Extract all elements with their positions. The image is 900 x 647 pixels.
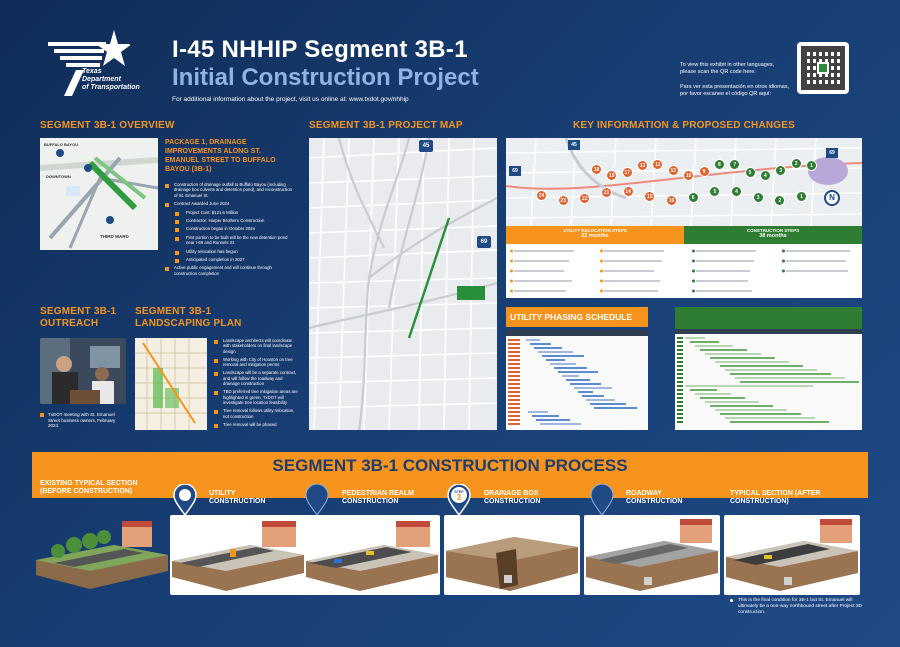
step-drainage-label: DRAINAGE BOX CONSTRUCTION — [484, 490, 541, 505]
txdot-star-logo-icon — [48, 30, 130, 96]
map-label-thirdward: THIRD WARD — [100, 234, 129, 239]
language-note-es: Para ver esta presentación en otros idio… — [680, 84, 790, 97]
step-roadway-label: ROADWAY CONSTRUCTION — [626, 490, 683, 505]
step-marker-14: 14 — [622, 185, 634, 197]
map-label-downtown: DOWNTOWN — [46, 174, 71, 179]
xsec-pedestrian — [304, 515, 440, 595]
overview-heading: SEGMENT 3B-1 OVERVIEW — [40, 120, 175, 131]
step-marker-3: 3 — [752, 192, 764, 204]
construction-steps-bar: CONSTRUCTION STEPS 38 months — [684, 226, 862, 244]
page-subtitle: Initial Construction Project — [172, 64, 479, 91]
step-marker-24: 24 — [536, 190, 547, 201]
step-marker-4: 4 — [759, 169, 771, 181]
website-line: For additional information about the pro… — [172, 96, 409, 103]
landscaping-bullets: Landscape architects will coordinate wit… — [214, 338, 298, 430]
step-4-pin-icon — [590, 484, 614, 516]
overview-subitems: Project Cost: $121.6 Million Contractor:… — [174, 210, 295, 264]
step-marker-1: 1 — [796, 190, 807, 202]
key-i69-shield-east-icon: 69 — [826, 148, 838, 158]
language-note-en: To view this exhibit in other languages,… — [680, 62, 775, 75]
step-1-pin-icon — [173, 484, 197, 516]
outreach-caption: TxDOT meeting with St. Emanuel Street bu… — [40, 412, 126, 429]
step-existing-label: EXISTING TYPICAL SECTION (BEFORE CONSTRU… — [40, 480, 138, 495]
overview-bullet-3: Active public engagement and will contin… — [165, 265, 295, 276]
construction-gantt — [675, 307, 862, 430]
step-marker-2: 2 — [790, 158, 802, 170]
step-marker-7: 7 — [729, 159, 741, 171]
step-2-pin-icon — [305, 484, 329, 516]
step-after-label: TYPICAL SECTION (AFTER CONSTRUCTION) — [730, 490, 821, 505]
step-marker-5: 5 — [744, 166, 756, 178]
overview-bullets: Construction of drainage outfall to Buff… — [165, 182, 295, 279]
key-i45-shield-icon: 45 — [568, 140, 580, 150]
utility-schedule-header: UTILITY PHASING SCHEDULE — [506, 307, 648, 327]
step-marker-8: 8 — [713, 159, 725, 171]
landscaping-map — [135, 338, 207, 430]
key-i69-shield-west-icon: 69 — [509, 166, 521, 176]
step-marker-11: 11 — [652, 158, 664, 170]
xsec-existing — [34, 515, 170, 595]
i69-shield-icon: 69 — [477, 236, 491, 248]
utility-gantt — [506, 330, 648, 430]
step-marker-10: 10 — [683, 169, 695, 181]
map-label-bayou: BUFFALO BAYOU — [44, 142, 79, 147]
step-marker-5: 5 — [709, 185, 721, 197]
step-3-badge: STEP 3 — [454, 490, 464, 502]
steps-legend — [510, 248, 858, 294]
landscaping-heading: SEGMENT 3B-1 LANDSCAPING PLAN — [135, 306, 242, 329]
txdot-logo-text: Texas Department of Transportation — [82, 68, 140, 91]
project-map: 45 69 — [309, 138, 497, 430]
step-marker-12: 12 — [667, 165, 679, 177]
step-marker-1: 1 — [806, 160, 817, 172]
project-map-heading: SEGMENT 3B-1 PROJECT MAP — [309, 120, 463, 131]
step-marker-19: 19 — [606, 169, 618, 181]
north-arrow-icon: N — [824, 190, 840, 206]
i45-shield-icon: 45 — [419, 140, 433, 152]
xsec-drainage — [444, 515, 580, 595]
outreach-photo — [40, 338, 126, 404]
qr-logo-icon — [817, 62, 829, 74]
xsec-utility — [170, 515, 306, 595]
utility-steps-bar: UTILITY RELOCATION STEPS 22 months — [506, 226, 684, 244]
step-marker-17: 17 — [621, 167, 633, 179]
step-marker-4: 4 — [731, 186, 742, 198]
overview-map: BUFFALO BAYOU DOWNTOWN THIRD WARD — [39, 138, 159, 250]
step-marker-3: 3 — [775, 164, 787, 176]
overview-bullet-1: Construction of drainage outfall to Buff… — [165, 182, 295, 198]
overview-bullet-2: Contract Awarded June 2024 Project Cost:… — [165, 201, 295, 264]
outreach-heading: SEGMENT 3B-1 OUTREACH — [40, 306, 117, 329]
step-pedestrian-label: PEDESTRIAN REALM CONSTRUCTION — [342, 490, 414, 505]
step-marker-16: 16 — [666, 194, 677, 206]
step-utility-label: UTILITY CONSTRUCTION — [209, 490, 266, 505]
step-marker-22: 22 — [579, 192, 591, 204]
step-marker-18: 18 — [591, 164, 602, 175]
key-info-heading: KEY INFORMATION & PROPOSED CHANGES — [573, 120, 796, 131]
step-marker-2: 2 — [774, 194, 786, 206]
step-marker-23: 23 — [557, 194, 569, 206]
xsec-after — [724, 515, 860, 595]
step-3-pin-icon — [447, 484, 471, 516]
step-marker-21: 21 — [601, 186, 612, 198]
final-note: This is the final condition for 3B-1 but… — [730, 598, 862, 616]
step-marker-13: 13 — [637, 159, 649, 171]
package-title: PACKAGE 1, DRAINAGE IMPROVEMENTS ALONG S… — [165, 139, 276, 173]
page-title: I-45 NHHIP Segment 3B-1 — [172, 36, 468, 63]
step-marker-6: 6 — [687, 191, 699, 203]
xsec-roadway — [584, 515, 720, 595]
step-marker-15: 15 — [644, 191, 656, 203]
step-marker-9: 9 — [698, 165, 710, 177]
